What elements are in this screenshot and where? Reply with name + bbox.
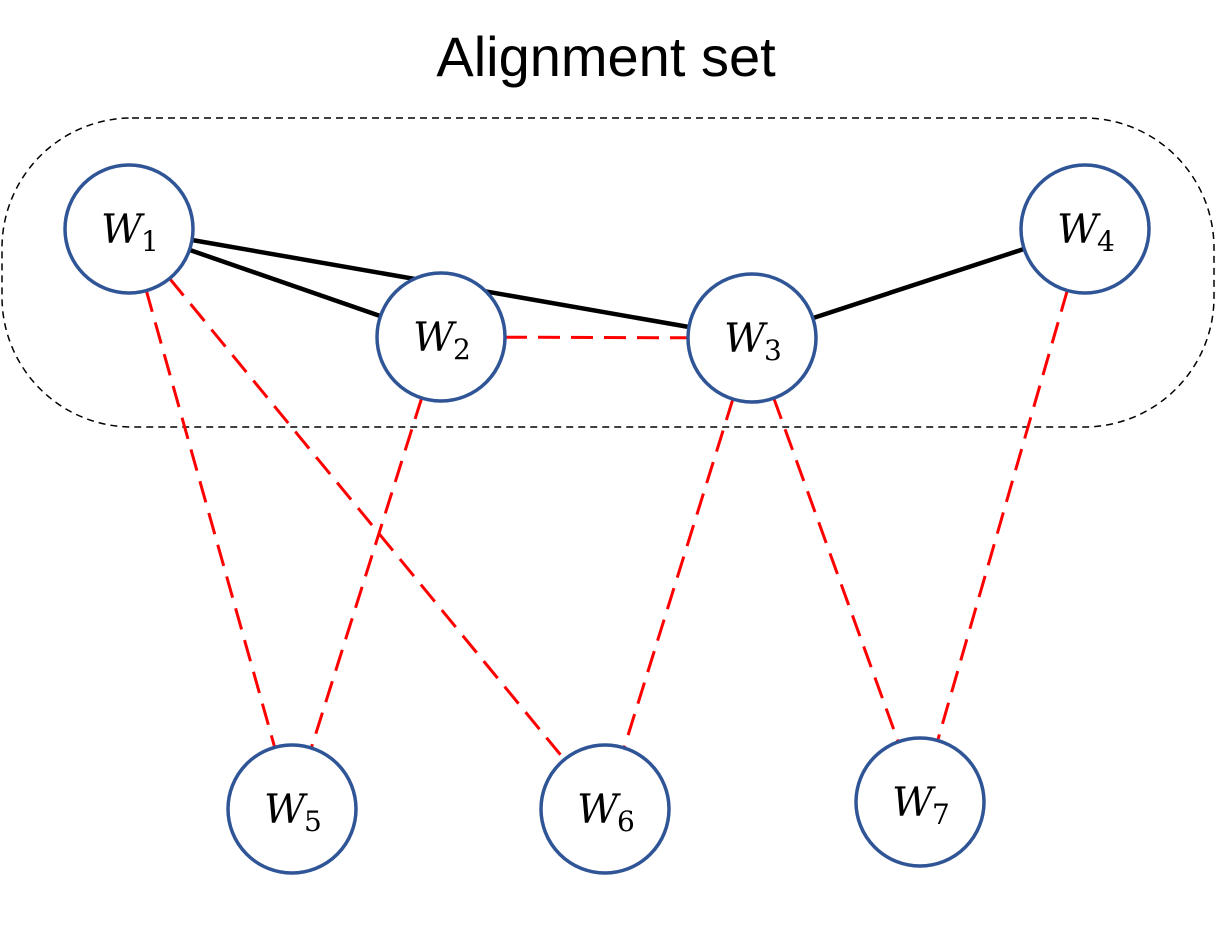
node-subscript: 6 xyxy=(617,805,635,838)
node-label: W xyxy=(101,207,145,253)
node-circle xyxy=(686,272,818,404)
node-label: W xyxy=(724,316,768,362)
node-w2: W2 xyxy=(375,271,507,403)
edge-w2-w3 xyxy=(504,335,689,340)
node-subscript: 3 xyxy=(764,334,782,367)
node-label: W xyxy=(264,787,308,833)
edge-w2-w5 xyxy=(309,397,424,749)
node-subscript: 4 xyxy=(1097,225,1115,258)
node-circle xyxy=(539,743,671,875)
edge-w1-w2 xyxy=(188,247,382,319)
node-circle xyxy=(63,163,195,295)
diagram-title: Alignment set xyxy=(436,25,776,88)
node-subscript: 7 xyxy=(932,798,950,831)
node-w3: W3 xyxy=(686,272,818,404)
node-label: W xyxy=(413,315,457,361)
edge-w1-w6 xyxy=(168,277,566,761)
edges-layer xyxy=(144,237,1069,761)
node-w1: W1 xyxy=(63,163,195,295)
node-circle xyxy=(854,736,986,868)
node-circle xyxy=(375,271,507,403)
node-label: W xyxy=(892,780,936,826)
node-subscript: 1 xyxy=(141,225,159,258)
node-subscript: 2 xyxy=(453,333,471,366)
edge-w3-w6 xyxy=(622,398,735,749)
edge-w3-w7 xyxy=(772,397,900,743)
node-label: W xyxy=(577,787,621,833)
alignment-set-boundary xyxy=(1,117,1215,428)
node-subscript: 5 xyxy=(304,805,322,838)
node-w6: W6 xyxy=(539,743,671,875)
node-circle xyxy=(1019,163,1151,295)
node-w4: W4 xyxy=(1019,163,1151,295)
node-w5: W5 xyxy=(226,743,358,875)
edge-w4-w7 xyxy=(936,290,1069,741)
edge-w3-w4 xyxy=(812,246,1025,321)
node-w7: W7 xyxy=(854,736,986,868)
node-circle xyxy=(226,743,358,875)
edge-w1-w5 xyxy=(144,290,277,748)
node-label: W xyxy=(1057,207,1101,253)
